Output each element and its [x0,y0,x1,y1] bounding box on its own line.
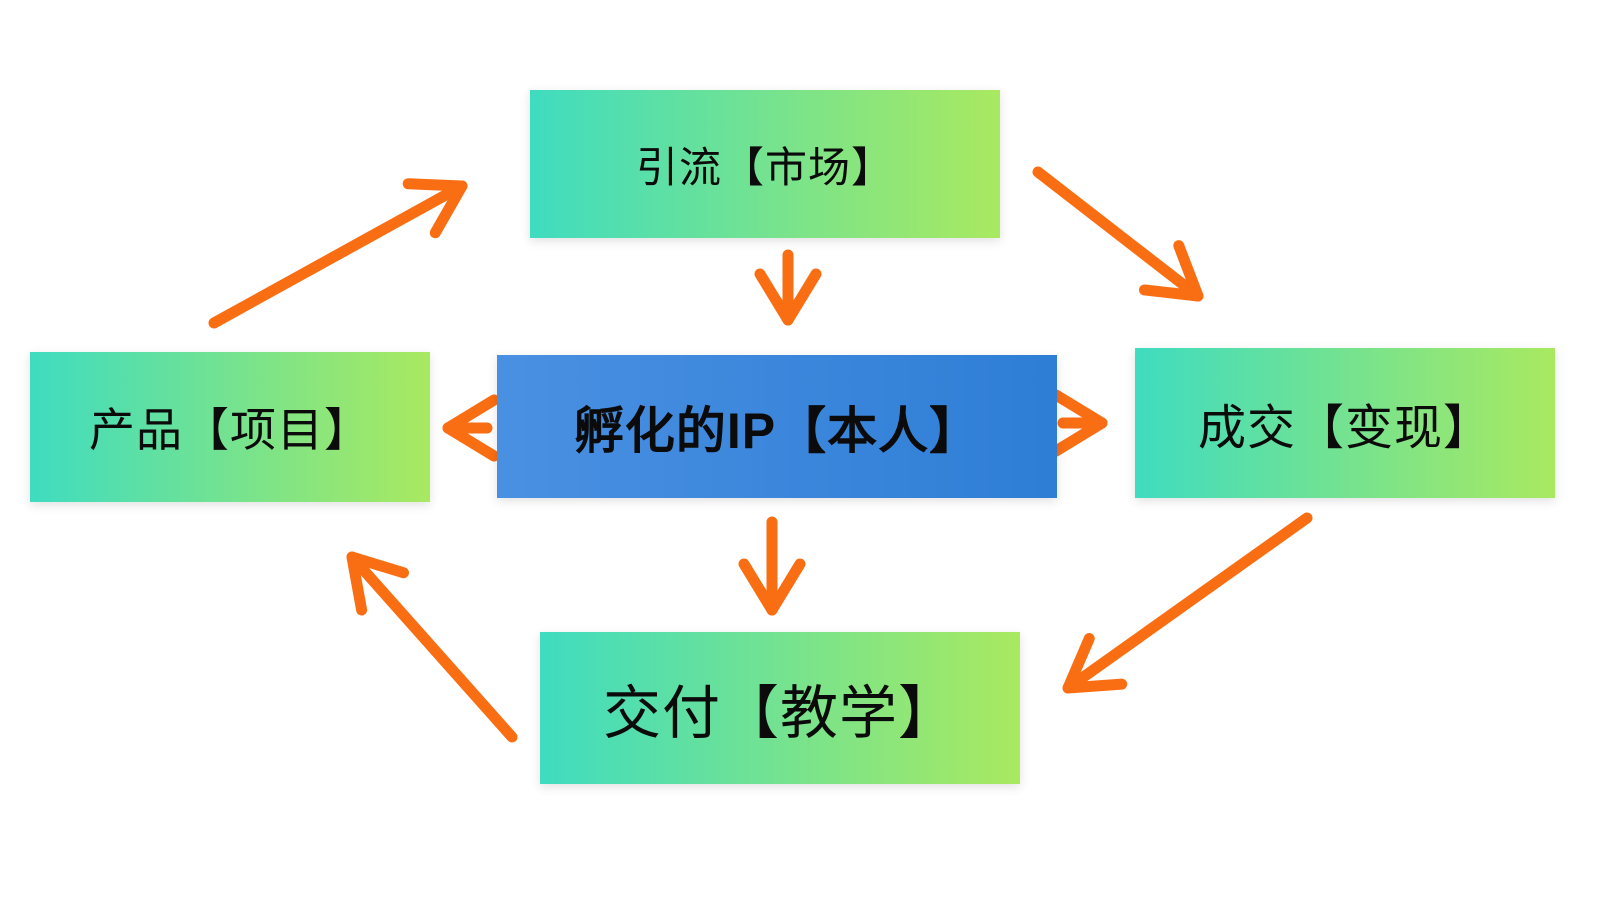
arrow-delivery-to-product [346,551,518,743]
arrow-deal-to-delivery [1062,512,1313,694]
node-traffic-market: 引流【市场】 [530,90,1000,238]
arrow-product-to-traffic [208,178,468,329]
arrow-traffic-to-deal [1032,166,1204,302]
node-delivery-teaching: 交付【教学】 [540,632,1020,784]
node-incubated-ip: 孵化的IP【本人】 [497,355,1057,498]
node-product-project: 产品【项目】 [30,352,430,502]
node-deal-monetize: 成交【变现】 [1135,348,1555,498]
